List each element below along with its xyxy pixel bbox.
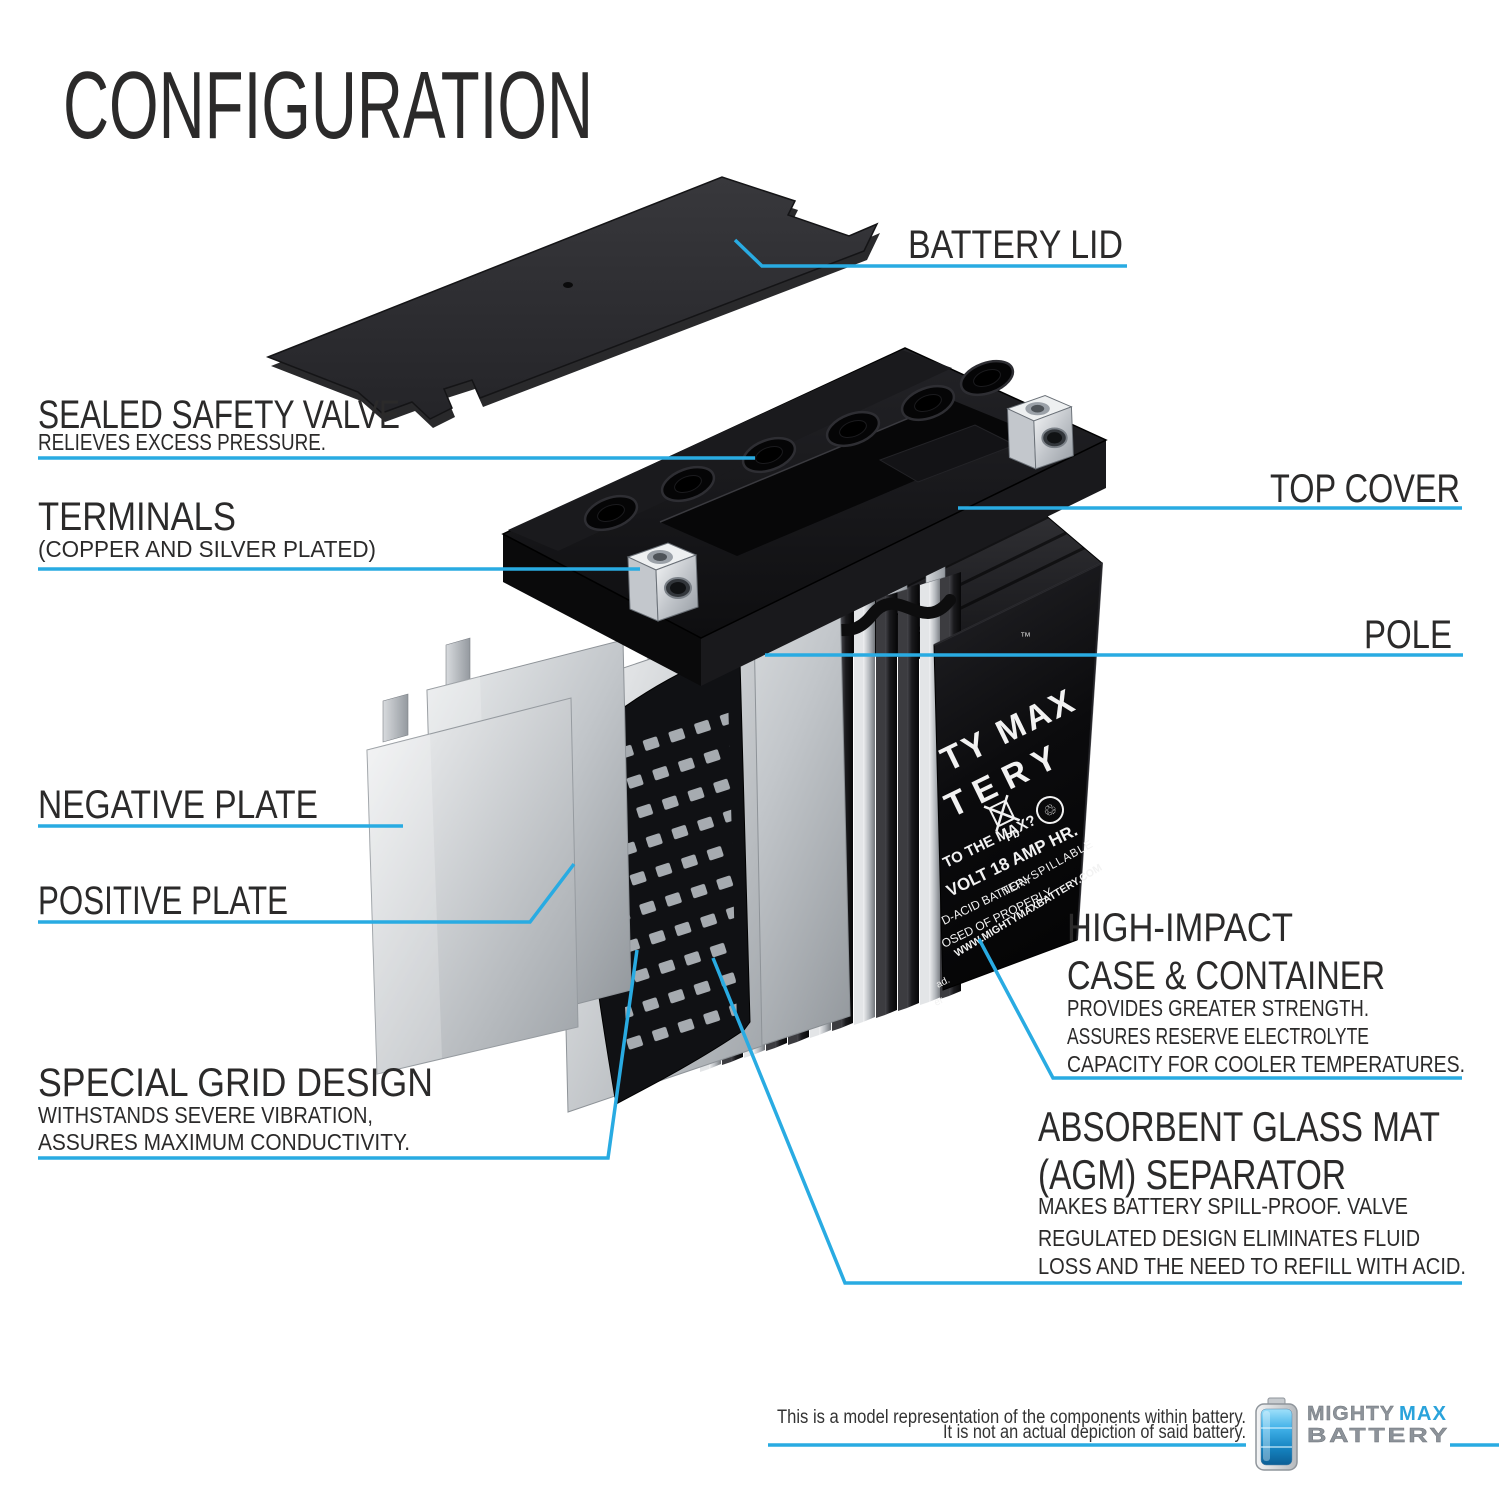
agm-separator-sublabel-3: LOSS AND THE NEED TO REFILL WITH ACID. xyxy=(1038,1253,1466,1279)
high-impact-case-leader-line xyxy=(977,938,1462,1080)
front-terminal xyxy=(626,542,699,622)
top-cover-label: TOP COVER xyxy=(1270,467,1460,511)
battery-lid-label: BATTERY LID xyxy=(908,223,1123,267)
high-impact-case-label-1: HIGH-IMPACT xyxy=(1067,906,1293,950)
sealed-safety-valve-sublabel: RELIEVES EXCESS PRESSURE. xyxy=(38,429,326,455)
recycle-icon: ♲ xyxy=(1036,796,1064,824)
high-impact-case-sublabel-2: ASSURES RESERVE ELECTROLYTE xyxy=(1067,1023,1369,1049)
pb-no-trash-icon: Pb xyxy=(983,794,1022,844)
case-label-tiny1: ad. xyxy=(934,975,951,991)
high-impact-case-label-2: CASE & CONTAINER xyxy=(1067,954,1385,998)
agm-separator-label-1: ABSORBENT GLASS MAT xyxy=(1038,1103,1440,1150)
logo-word-max: MAX xyxy=(1399,1403,1447,1425)
svg-text:Pb: Pb xyxy=(1004,827,1022,844)
special-grid-sublabel-1: WITHSTANDS SEVERE VIBRATION, xyxy=(38,1102,373,1128)
special-grid-sublabel-2: ASSURES MAXIMUM CONDUCTIVITY. xyxy=(38,1129,410,1155)
page-title: CONFIGURATION xyxy=(63,52,593,159)
pole-label: POLE xyxy=(1364,613,1452,657)
battery-case-front: ™ TY MAX TERY TO THE MAX? VOLT 18 AMP HR… xyxy=(932,562,1104,1009)
terminals-sublabel: (COPPER AND SILVER PLATED) xyxy=(38,536,376,562)
negative-plate-label: NEGATIVE PLATE xyxy=(38,783,318,827)
disclaimer-line-1: This is a model representation of the co… xyxy=(777,1407,1246,1428)
special-grid-holes xyxy=(612,695,737,1068)
leader-lines xyxy=(38,238,1463,1285)
high-impact-case-sublabel-3: CAPACITY FOR COOLER TEMPERATURES. xyxy=(1067,1051,1465,1077)
special-grid-label: SPECIAL GRID DESIGN xyxy=(38,1061,433,1105)
terminals-label: TERMINALS xyxy=(38,495,236,539)
agm-separator-label-2: (AGM) SEPARATOR xyxy=(1038,1151,1346,1198)
positive-plate-leader-line xyxy=(38,862,576,924)
logo-word-mighty: MIGHTY xyxy=(1307,1403,1395,1425)
lid-vent-hole xyxy=(563,282,573,288)
battery-lid-illustration xyxy=(265,176,880,428)
footer: This is a model representation of the co… xyxy=(768,1397,1499,1471)
special-grid-leader-line xyxy=(38,949,639,1160)
trademark-mark: ™ xyxy=(1020,631,1031,643)
agm-separator-sublabel-2: REGULATED DESIGN ELIMINATES FLUID xyxy=(1038,1225,1420,1251)
top-cover-illustration xyxy=(501,347,1108,686)
agm-separator-sublabel-1: MAKES BATTERY SPILL-PROOF. VALVE xyxy=(1038,1193,1408,1219)
high-impact-case-sublabel-1: PROVIDES GREATER STRENGTH. xyxy=(1067,995,1369,1021)
rear-terminal xyxy=(1006,395,1074,470)
svg-text:♲: ♲ xyxy=(1041,800,1061,821)
positive-plate-label: POSITIVE PLATE xyxy=(38,879,288,923)
mighty-max-battery-icon xyxy=(1255,1397,1298,1471)
agm-separator-leader-line xyxy=(711,957,1462,1285)
logo-word-battery: BATTERY xyxy=(1307,1425,1450,1447)
disclaimer-line-2: It is not an actual depiction of said ba… xyxy=(943,1422,1246,1443)
negative-plate-illustration xyxy=(366,693,579,1075)
sealed-safety-valve-label: SEALED SAFETY VALVE xyxy=(38,393,400,437)
battery-lid-leader-line xyxy=(733,238,1127,268)
